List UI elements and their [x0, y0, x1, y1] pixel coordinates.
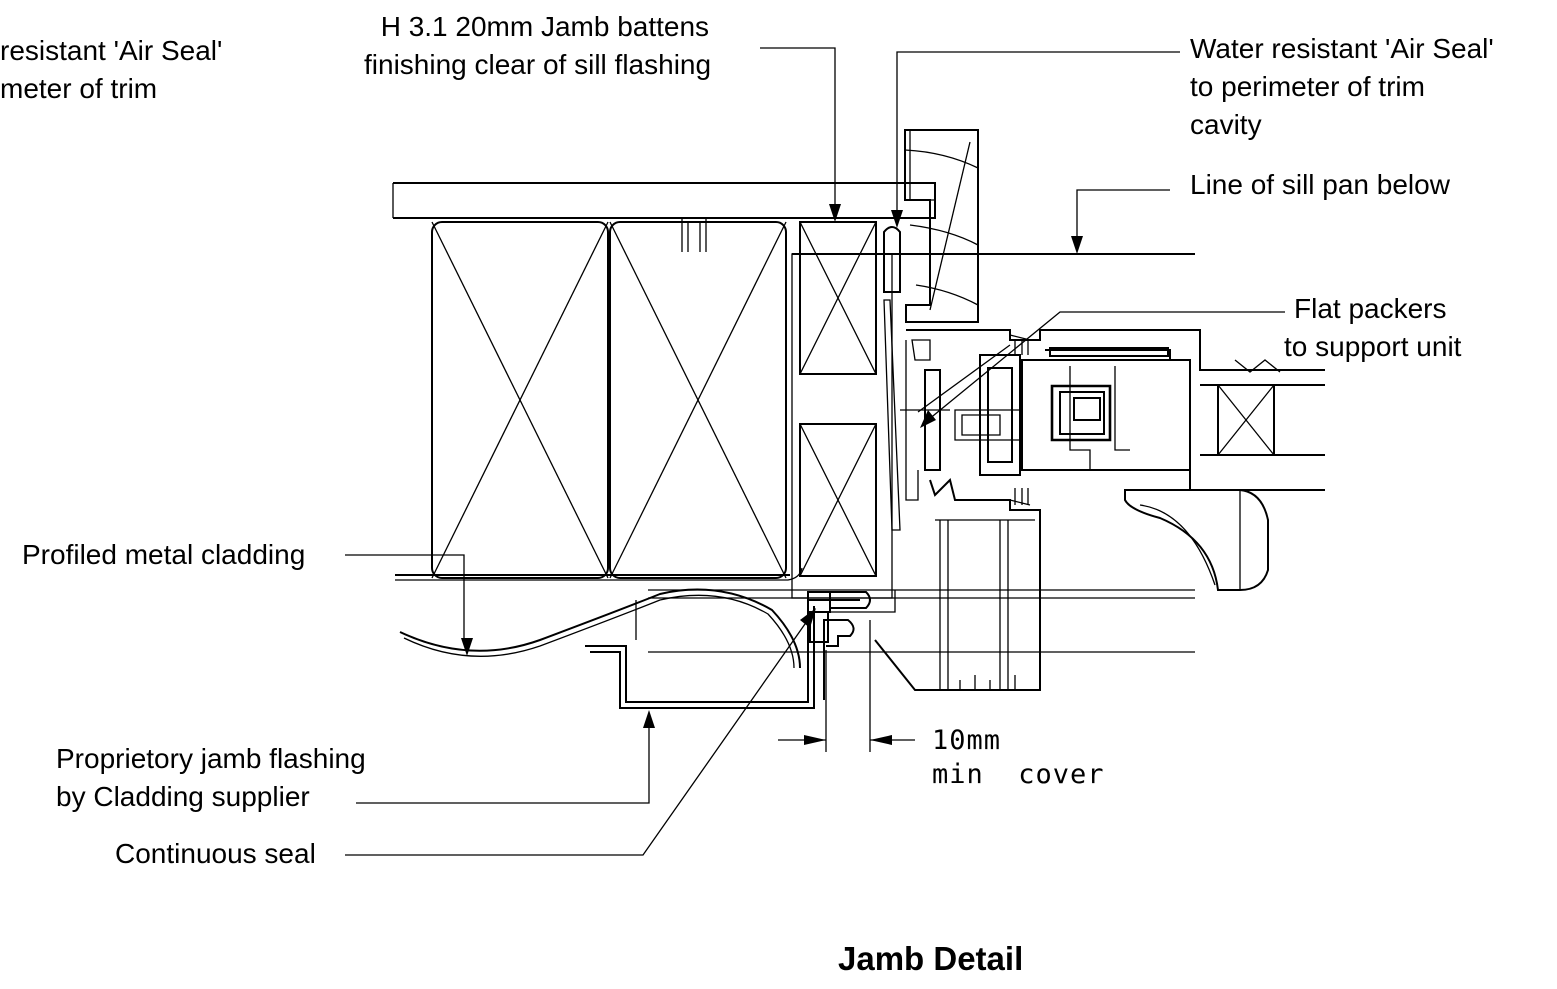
trim-architrave: [904, 129, 979, 323]
label-jamb-flashing-line2: by Cladding supplier: [56, 781, 310, 812]
label-air-seal-left-line1: resistant 'Air Seal': [0, 35, 223, 66]
label-jamb-flashing-line1: Proprietory jamb flashing: [56, 743, 366, 774]
label-dimension-line2: min cover: [932, 759, 1105, 790]
jamb-flashing: [585, 599, 860, 709]
label-flat-packers-line2: to support unit: [1284, 331, 1462, 362]
label-cladding-line1: Profiled metal cladding: [22, 539, 306, 570]
label-jamb-flashing: Proprietory jamb flashing by Cladding su…: [56, 740, 366, 816]
label-air-seal-right: Water resistant 'Air Seal' to perimeter …: [1190, 30, 1494, 144]
label-air-seal-left-line2: meter of trim: [0, 73, 158, 104]
profiled-metal-cladding: [395, 567, 803, 669]
label-dimension-line1: 10mm: [932, 725, 1002, 756]
label-air-seal-left: resistant 'Air Seal' meter of trim: [0, 32, 222, 108]
label-continuous-seal: Continuous seal: [115, 835, 316, 873]
label-dimension: 10mm min cover: [932, 724, 1105, 792]
dimension-10mm: [778, 620, 915, 752]
label-continuous-seal-line1: Continuous seal: [115, 838, 316, 869]
label-air-seal-right-line2: to perimeter of trim: [1190, 71, 1425, 102]
interior-lining-board: [392, 182, 936, 219]
leader-lines: [345, 47, 1285, 856]
continuous-seal: [807, 590, 896, 700]
label-flat-packers-line1: Flat packers: [1294, 293, 1447, 324]
label-flat-packers: Flat packers to support unit: [1284, 290, 1461, 366]
air-seal-foam: [883, 226, 901, 293]
label-sill-pan: Line of sill pan below: [1190, 166, 1450, 204]
label-profiled-metal-cladding: Profiled metal cladding: [22, 536, 305, 574]
jamb-battens: [791, 221, 893, 599]
label-jamb-battens: H 3.1 20mm Jamb battens finishing clear …: [364, 8, 711, 84]
diagram-title: Jamb Detail: [838, 940, 1024, 977]
label-sill-pan-line1: Line of sill pan below: [1190, 169, 1450, 200]
window-frame-profile: [874, 329, 1325, 691]
label-jamb-battens-line2: finishing clear of sill flashing: [364, 49, 712, 80]
framing-studs: [431, 217, 787, 579]
label-air-seal-right-line1: Water resistant 'Air Seal': [1190, 33, 1494, 64]
label-air-seal-right-line3: cavity: [1190, 109, 1262, 140]
label-jamb-battens-line1: H 3.1 20mm Jamb battens: [380, 11, 710, 42]
